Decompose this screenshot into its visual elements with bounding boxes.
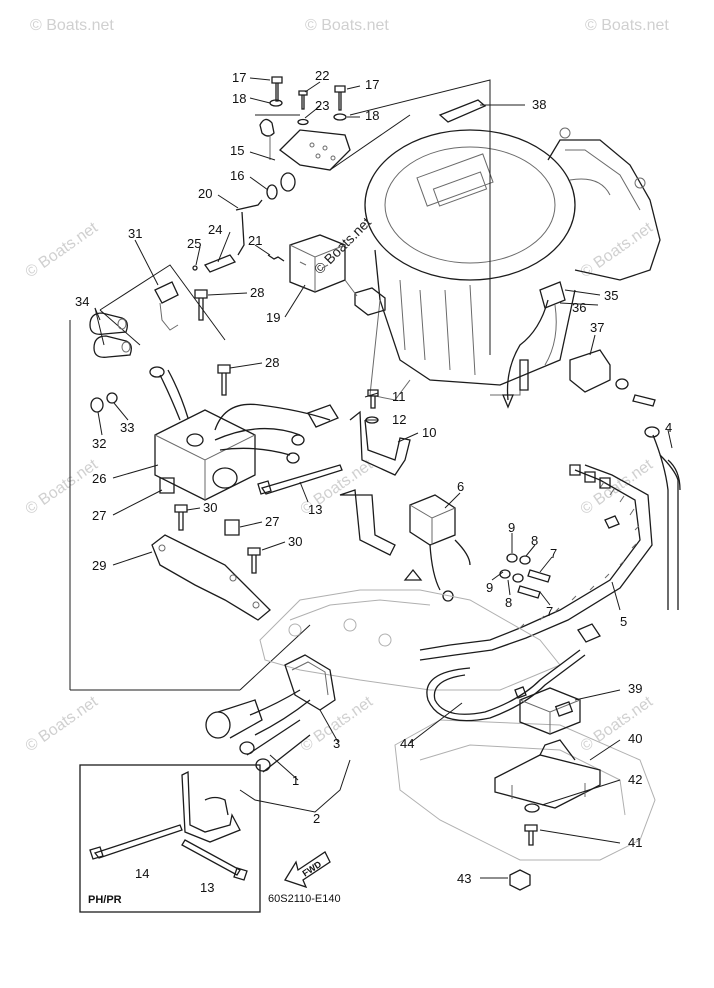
- watermark: © Boats.net: [23, 219, 102, 281]
- regulator-assembly: [89, 281, 339, 621]
- watermark: © Boats.net: [578, 693, 657, 755]
- callout-17: 17: [232, 70, 246, 85]
- callout-40: 40: [628, 731, 642, 746]
- fwd-arrow-icon: FWD: [284, 851, 331, 889]
- watermark: © Boats.net: [30, 17, 114, 34]
- callout-32: 32: [92, 436, 106, 451]
- callout-34: 34: [75, 294, 89, 309]
- callout-39: 39: [628, 681, 642, 696]
- watermarks: © Boats.net © Boats.net © Boats.net © Bo…: [23, 17, 670, 755]
- callout-8: 8: [531, 533, 538, 548]
- watermark: © Boats.net: [578, 456, 657, 518]
- callout-8: 8: [505, 595, 512, 610]
- callout-33: 33: [120, 420, 134, 435]
- callout-1: 1: [292, 773, 299, 788]
- callout-26: 26: [92, 471, 106, 486]
- leader-lines: [94, 77, 673, 879]
- center-bracket-assembly: [257, 389, 551, 602]
- callout-15: 15: [230, 143, 244, 158]
- callout-16: 16: [230, 168, 244, 183]
- callout-23: 23: [315, 98, 329, 113]
- callout-27: 27: [92, 508, 106, 523]
- diagram-code: 60S2110-E140: [268, 893, 341, 905]
- callout-12: 12: [392, 412, 406, 427]
- callout-17: 17: [365, 77, 379, 92]
- harness-right: [419, 281, 681, 661]
- inset-label: PH/PR: [88, 894, 122, 906]
- watermark: © Boats.net: [305, 17, 389, 34]
- callout-24: 24: [208, 222, 222, 237]
- callout-9: 9: [508, 520, 515, 535]
- callout-21: 21: [248, 233, 262, 248]
- callout-27: 27: [265, 514, 279, 529]
- callout-11: 11: [392, 389, 406, 404]
- watermark: © Boats.net: [585, 17, 669, 34]
- callout-38: 38: [532, 97, 546, 112]
- callout-18: 18: [232, 91, 246, 106]
- callout-7: 7: [550, 546, 557, 561]
- callout-30: 30: [203, 500, 217, 515]
- callout-29: 29: [92, 558, 106, 573]
- callout-labels: 17 18 22 23 17 18 15 16 20 24 25 21 19 3…: [75, 68, 672, 895]
- callout-10: 10: [422, 425, 436, 440]
- callout-5: 5: [620, 614, 627, 629]
- bottom-parts: [205, 623, 601, 891]
- callout-13: 13: [200, 880, 214, 895]
- callout-37: 37: [590, 320, 604, 335]
- callout-13: 13: [308, 502, 322, 517]
- callout-22: 22: [315, 68, 329, 83]
- callout-36: 36: [572, 300, 586, 315]
- callout-18: 18: [365, 108, 379, 123]
- callout-9: 9: [486, 580, 493, 595]
- callout-2: 2: [313, 811, 320, 826]
- callout-44: 44: [400, 736, 414, 751]
- bracket-assembly-top: [192, 76, 487, 316]
- callout-3: 3: [333, 736, 340, 751]
- watermark: © Boats.net: [23, 456, 102, 518]
- callout-31: 31: [128, 226, 142, 241]
- callout-4: 4: [665, 420, 672, 435]
- callout-30: 30: [288, 534, 302, 549]
- callout-43: 43: [457, 871, 471, 886]
- ph-pr-inset: PH/PR: [79, 764, 261, 913]
- fwd-label: FWD: [301, 859, 324, 879]
- callout-25: 25: [187, 236, 201, 251]
- callout-35: 35: [604, 288, 618, 303]
- callout-14: 14: [135, 866, 149, 881]
- watermark: © Boats.net: [23, 693, 102, 755]
- callout-7: 7: [546, 604, 553, 619]
- callout-6: 6: [457, 479, 464, 494]
- callout-20: 20: [198, 186, 212, 201]
- callout-41: 41: [628, 835, 642, 850]
- callout-19: 19: [266, 310, 280, 325]
- callout-28: 28: [250, 285, 264, 300]
- frame-lines: [69, 79, 491, 691]
- callout-42: 42: [628, 772, 642, 787]
- callout-28: 28: [265, 355, 279, 370]
